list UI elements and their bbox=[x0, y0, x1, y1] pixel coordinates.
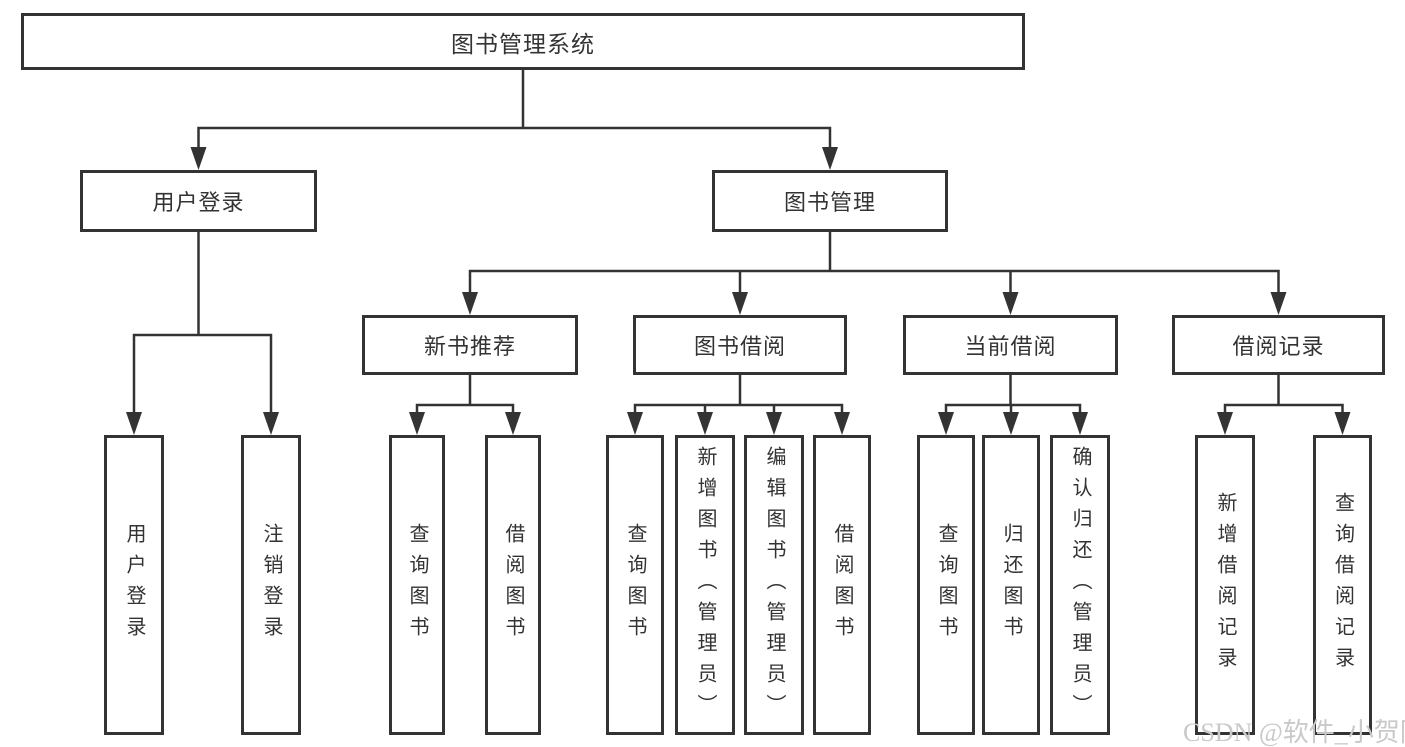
node-book-management: 图书管理 bbox=[712, 170, 948, 232]
leaf-label: 用户登录 bbox=[123, 523, 145, 647]
leaf-label: 查询图书 bbox=[406, 523, 428, 647]
watermark: CSDN @软件_小贺同学 bbox=[1183, 718, 1405, 747]
leaf-records-add-record: 新增借阅记录 bbox=[1195, 435, 1255, 735]
leaf-recommend-borrow-books: 借阅图书 bbox=[485, 435, 541, 735]
node-borrow-records: 借阅记录 bbox=[1172, 315, 1385, 375]
node-new-book-recommend: 新书推荐 bbox=[362, 315, 578, 375]
leaf-records-query-record: 查询借阅记录 bbox=[1313, 435, 1372, 735]
node-root-library-system: 图书管理系统 bbox=[21, 13, 1025, 70]
leaf-label: 查询图书 bbox=[624, 523, 646, 647]
leaf-label: 编辑图书（管理员） bbox=[763, 445, 785, 725]
leaf-label: 确认归还（管理员） bbox=[1069, 445, 1091, 725]
leaf-label: 归还图书 bbox=[1000, 523, 1022, 647]
node-book-borrow: 图书借阅 bbox=[633, 315, 847, 375]
leaf-borrow-query-books: 查询图书 bbox=[606, 435, 664, 735]
leaf-borrow-borrow-books: 借阅图书 bbox=[813, 435, 871, 735]
node-current-borrow: 当前借阅 bbox=[903, 315, 1118, 375]
leaf-current-return-books: 归还图书 bbox=[982, 435, 1040, 735]
leaf-label: 注销登录 bbox=[260, 523, 282, 647]
leaf-borrow-edit-books-admin: 编辑图书（管理员） bbox=[744, 435, 804, 735]
leaf-label: 查询图书 bbox=[935, 523, 957, 647]
leaf-borrow-add-books-admin: 新增图书（管理员） bbox=[675, 435, 735, 735]
leaf-logout: 注销登录 bbox=[241, 435, 301, 735]
leaf-recommend-query-books: 查询图书 bbox=[389, 435, 445, 735]
leaf-current-confirm-return-admin: 确认归还（管理员） bbox=[1050, 435, 1110, 735]
leaf-label: 借阅图书 bbox=[502, 523, 524, 647]
leaf-user-login: 用户登录 bbox=[104, 435, 164, 735]
leaf-label: 借阅图书 bbox=[831, 523, 853, 647]
leaf-label: 新增借阅记录 bbox=[1214, 492, 1236, 678]
node-user-login: 用户登录 bbox=[80, 170, 317, 232]
leaf-current-query-books: 查询图书 bbox=[917, 435, 975, 735]
leaf-label: 新增图书（管理员） bbox=[694, 445, 716, 725]
leaf-label: 查询借阅记录 bbox=[1331, 492, 1354, 678]
